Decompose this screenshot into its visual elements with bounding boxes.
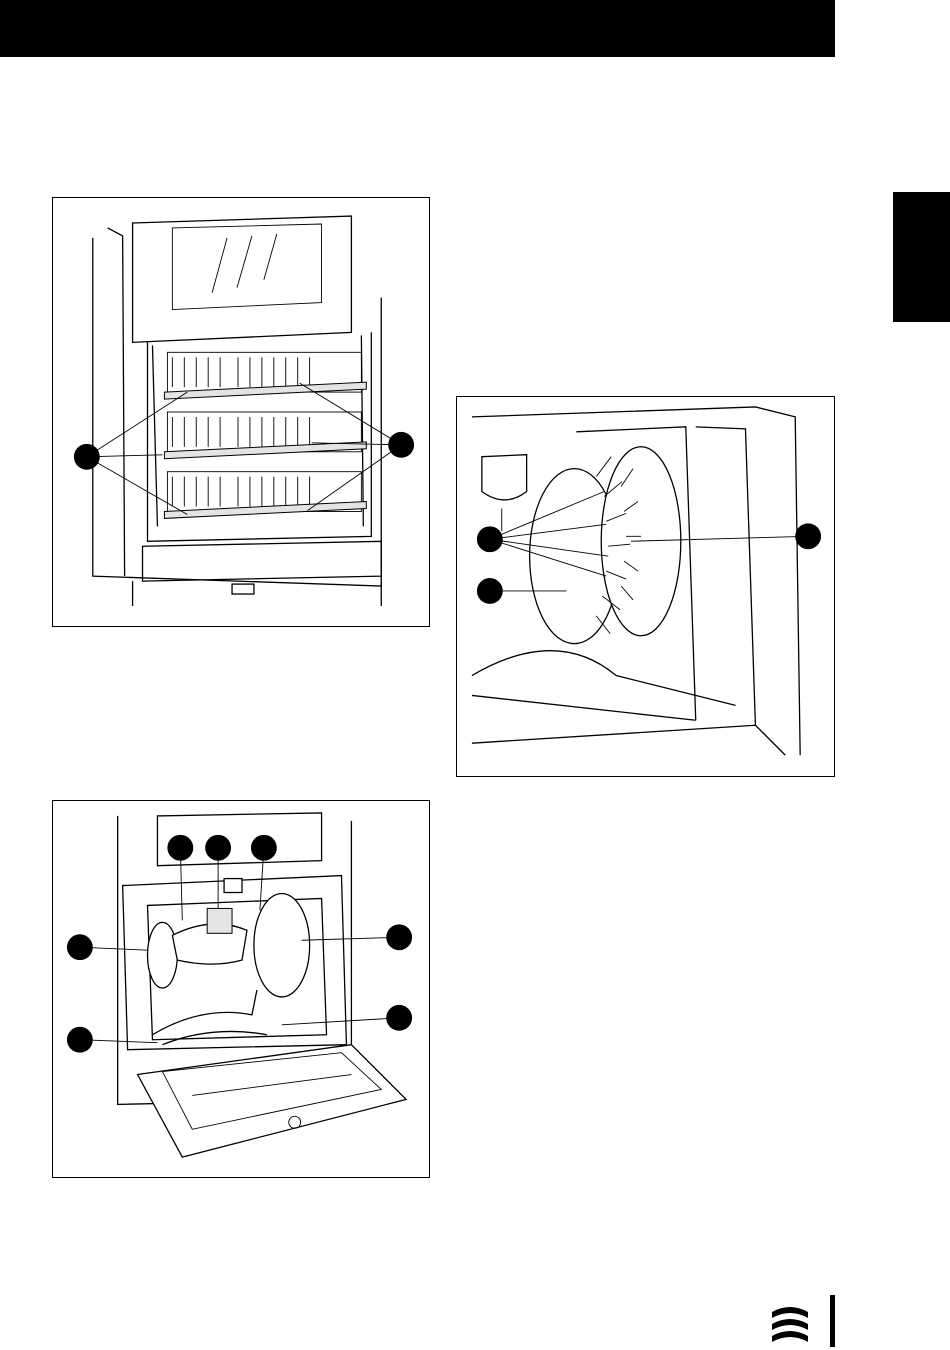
rack-figure <box>52 197 430 627</box>
callout-marker <box>67 934 93 960</box>
callout-marker <box>477 578 503 604</box>
section-tab <box>893 192 950 322</box>
callout-marker <box>251 835 277 861</box>
callout-marker <box>477 526 503 552</box>
logo-divider <box>830 1295 835 1347</box>
machine-rack-illustration <box>53 198 429 626</box>
machine-interior-illustration <box>53 801 429 1177</box>
callout-marker <box>388 432 414 458</box>
callout-marker <box>67 1027 93 1053</box>
callout-marker <box>386 924 412 950</box>
interior-figure <box>52 800 430 1178</box>
disc-figure <box>456 396 835 777</box>
callout-marker <box>167 835 193 861</box>
machine-disc-illustration <box>457 397 834 776</box>
callout-marker <box>205 835 231 861</box>
brand-wave-logo-icon <box>770 1300 810 1350</box>
callout-marker <box>386 1005 412 1031</box>
header-bar <box>0 0 835 57</box>
callout-marker <box>795 523 821 549</box>
callout-marker <box>74 444 100 470</box>
